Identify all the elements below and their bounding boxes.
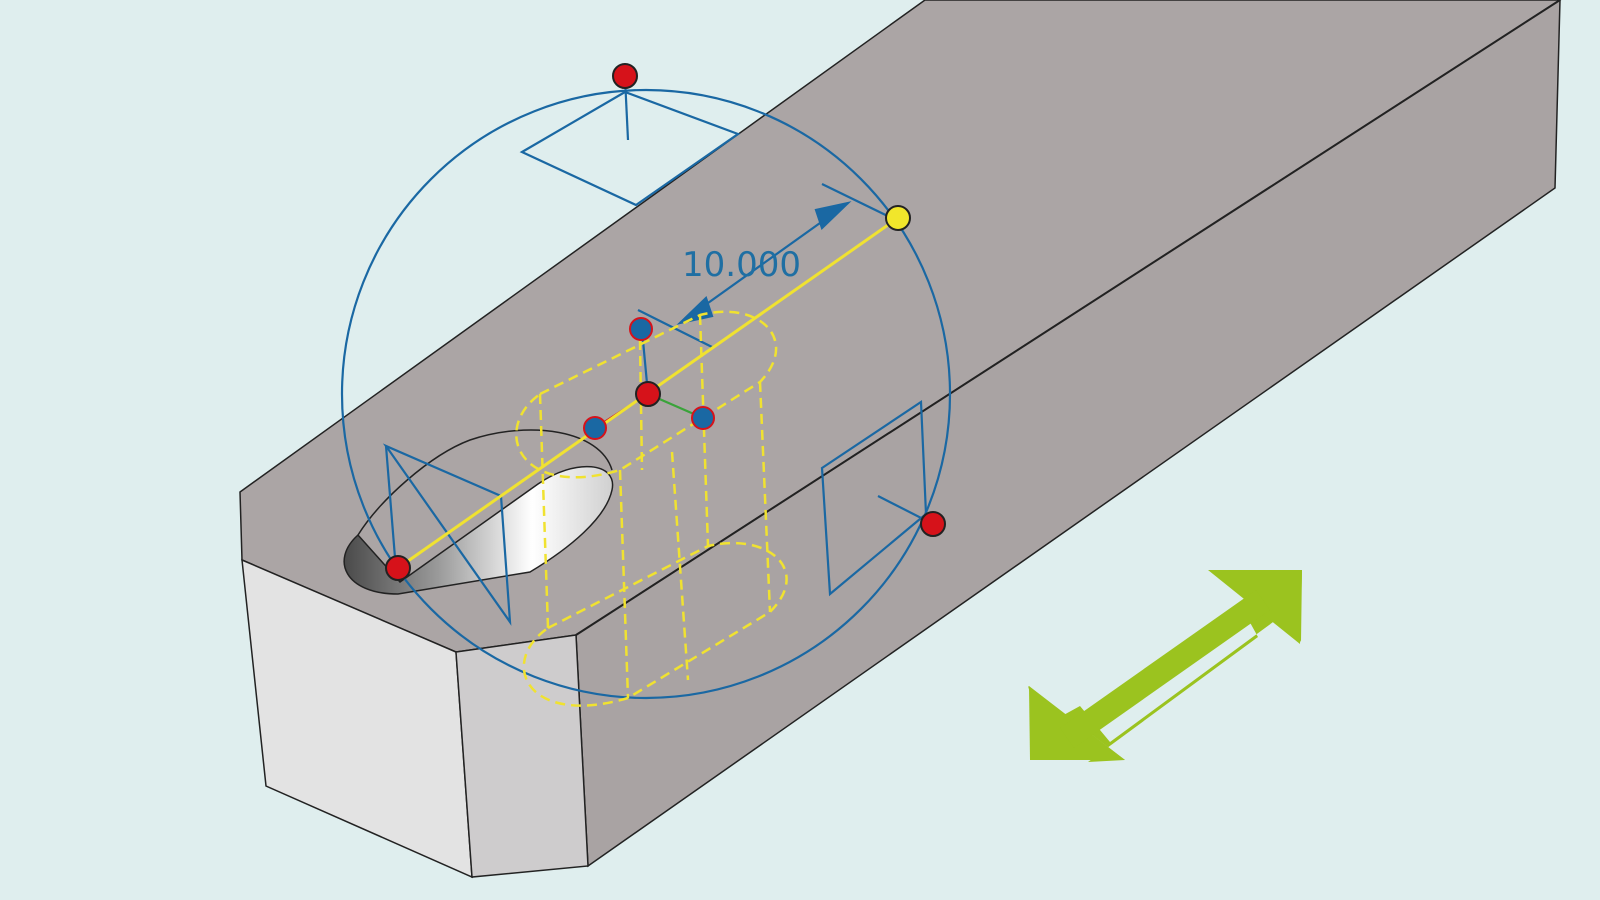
preview-edge-6 — [670, 451, 690, 681]
side-handle[interactable] — [920, 511, 946, 537]
top-plane-indicator[interactable] — [519, 90, 741, 207]
gizmo-sphere[interactable] — [340, 88, 952, 700]
dimension-arrow-left — [676, 296, 714, 325]
preview-edge-4 — [758, 381, 772, 613]
origin-handle[interactable] — [635, 381, 661, 407]
length-handle[interactable] — [885, 205, 911, 231]
preview-edge-1 — [538, 393, 550, 629]
preview-edge-5 — [638, 339, 644, 471]
y-axis-handle[interactable] — [691, 406, 715, 430]
left-plane-edge — [384, 445, 398, 571]
slot-preview[interactable] — [515, 310, 788, 707]
start-handle[interactable] — [385, 555, 411, 581]
preview-edge-3 — [698, 314, 710, 547]
preview-edge-2 — [618, 469, 630, 699]
x-axis-handle[interactable] — [583, 416, 607, 440]
dimension-arrow-right — [814, 201, 852, 230]
top-handle[interactable] — [612, 63, 638, 89]
z-axis-handle[interactable] — [629, 317, 653, 341]
double-headed-arrow-icon — [1028, 570, 1302, 762]
part-body[interactable] — [239, 0, 1562, 879]
dimension-value[interactable]: 10.000 — [682, 245, 801, 285]
chamfer-face[interactable] — [455, 634, 589, 878]
top-edge — [575, 0, 1561, 636]
handles[interactable] — [385, 63, 946, 581]
